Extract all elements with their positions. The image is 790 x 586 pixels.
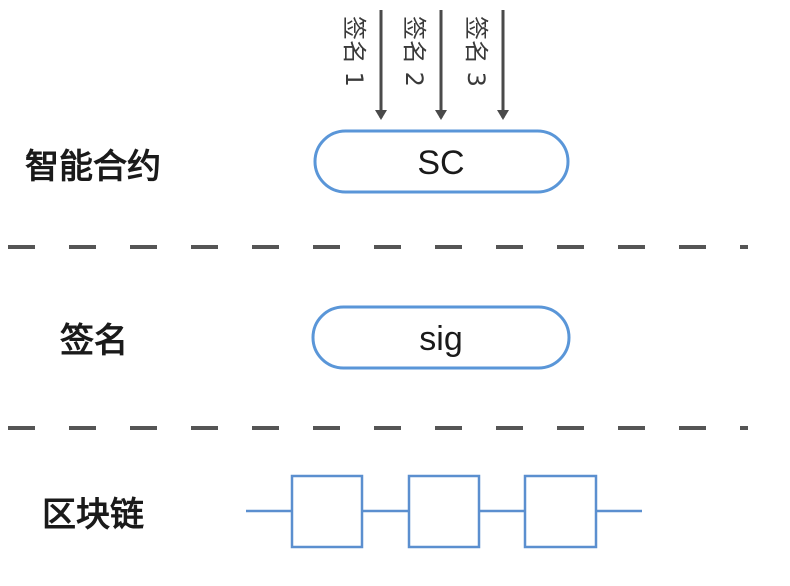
signature-3-label: 签名 3 [462, 16, 490, 87]
block-2 [407, 474, 481, 549]
signature-input-1: 签名 1 [340, 10, 387, 120]
signature-pill-text: sig [419, 320, 462, 358]
signature-input-2: 签名 2 [400, 10, 447, 120]
signature-input-3: 签名 3 [462, 10, 509, 120]
smart-contract-pill [313, 129, 570, 194]
smart-contract-layer: 智能合约 SC [25, 129, 570, 194]
signature-2-label: 签名 2 [400, 16, 428, 87]
smart-contract-label: 智能合约 [25, 147, 161, 187]
signature-1-label: 签名 1 [340, 16, 368, 87]
blockchain-label: 区块链 [42, 495, 144, 535]
block-3 [523, 474, 598, 549]
signature-inputs: 签名 1 签名 2 签名 3 [340, 10, 509, 120]
block-1 [290, 474, 364, 549]
signature-pill [311, 305, 571, 370]
blockchain-layer: 区块链 [42, 474, 642, 549]
signature-layer-label: 签名 [60, 321, 128, 361]
smart-contract-pill-text: SC [417, 144, 464, 182]
signature-layer: 签名 sig [60, 305, 571, 370]
